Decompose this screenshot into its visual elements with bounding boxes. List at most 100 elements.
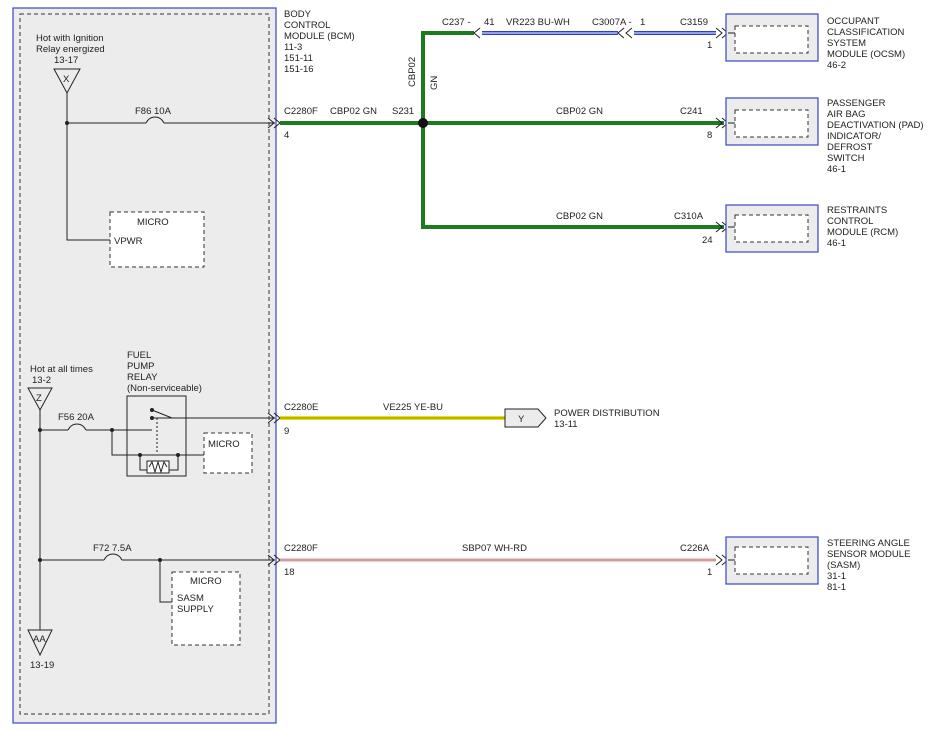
sasm-inner-dashed — [734, 546, 809, 575]
pad-inner-dashed — [734, 109, 809, 138]
ignition-ref: 13-17 — [54, 55, 78, 66]
fuel-pump-relay-box — [126, 395, 187, 477]
fuel-relay-line: PUMP — [127, 361, 154, 372]
fuse-f86-label: F86 10A — [135, 106, 172, 117]
hot-source: Hot at all times 13-2 Z — [27, 364, 93, 412]
ignition-source: Hot with Ignition Relay energized 13-17 … — [36, 33, 105, 95]
hot-label: Hot at all times — [30, 364, 93, 375]
vr223-wire-label: VR223 BU-WH — [506, 17, 570, 28]
wire-cbp02-up[interactable] — [421, 31, 474, 123]
hot-ref: 13-2 — [32, 375, 51, 386]
aa-ref: 13-19 — [30, 660, 54, 671]
c3-wire-label: SBP07 WH-RD — [462, 543, 527, 554]
pad-line: DEACTIVATION (PAD) — [827, 120, 924, 131]
bcm-title: BODY CONTROL MODULE (BCM) 11-3 151-11 15… — [284, 9, 355, 75]
sasm-connector-label: C226A — [680, 543, 710, 554]
pad-connector-label: C241 — [680, 106, 703, 117]
pad-wire-label: CBP02 GN — [556, 106, 603, 117]
fuel-pump-relay-label: FUEL PUMP RELAY (Non-serviceable) — [127, 350, 202, 394]
hot-letter: Z — [36, 393, 42, 404]
c3007a-label: C3007A - — [592, 17, 632, 28]
rcm-wire-label: CBP02 GN — [556, 211, 603, 222]
c3159-label: C3159 — [680, 17, 708, 28]
rcm-line: 46-1 — [827, 238, 846, 249]
c3159-pin: 1 — [707, 40, 712, 51]
aa-letter: AA — [33, 634, 46, 645]
micro-label: MICRO — [208, 439, 240, 450]
connector-arrow-icon — [617, 27, 633, 39]
c3-connector-label: C2280F — [284, 543, 318, 554]
micro-relay-box — [203, 432, 253, 474]
bcm-title-line: BODY — [284, 9, 312, 20]
fuse-f56-icon — [67, 423, 87, 431]
ignition-label: Relay energized — [36, 44, 105, 55]
bcm-title-line: 151-16 — [284, 64, 314, 75]
fuel-relay-line: RELAY — [127, 372, 158, 383]
sasm-label: STEERING ANGLE SENSOR MODULE (SASM) 31-1… — [827, 538, 910, 593]
c3-pin-label: 18 — [284, 567, 295, 578]
ignition-label: Hot with Ignition — [36, 33, 104, 44]
ocsm-line: MODULE (OCSM) — [827, 49, 905, 60]
ocsm-line: OCCUPANT — [827, 16, 880, 27]
c237-pin: 41 — [484, 17, 495, 28]
sasm-line: 31-1 — [827, 571, 846, 582]
hot-triangle-icon[interactable] — [27, 387, 53, 412]
pd-ref: 13-11 — [554, 419, 578, 430]
connector-arrow-icon — [473, 27, 481, 39]
micro-label: MICRO — [190, 576, 222, 587]
ocsm-line: CLASSIFICATION — [827, 27, 905, 38]
c1-wire-label: CBP02 GN — [330, 106, 377, 117]
vpwr-wire — [66, 93, 112, 241]
micro-sasm-box — [171, 571, 241, 646]
c3007a-pin: 1 — [640, 17, 645, 28]
ocsm-inner-dashed — [734, 25, 809, 54]
bcm-title-line: 151-11 — [284, 53, 313, 64]
c1-connector-label: C2280F — [284, 106, 318, 117]
relay-coil-feed — [111, 430, 140, 456]
vertical-wire-label: CBP02 — [407, 57, 418, 87]
pad-line: 46-1 — [827, 164, 846, 175]
fuse-f56-label: F56 20A — [58, 412, 95, 423]
rcm-line: RESTRAINTS — [827, 205, 887, 216]
relay-resistor-icon — [148, 460, 168, 474]
ignition-letter: X — [63, 74, 70, 85]
power-distribution-flag-icon[interactable] — [504, 408, 547, 428]
rcm-label: RESTRAINTS CONTROL MODULE (RCM) 46-1 — [827, 205, 898, 249]
splice-s231-icon[interactable] — [418, 118, 428, 128]
pd-letter: Y — [518, 414, 525, 425]
fuse-f72-icon — [103, 553, 123, 561]
micro-vpwr-box — [109, 211, 205, 268]
fuel-relay-line: FUEL — [127, 350, 151, 361]
sasm-supply-wire — [159, 560, 175, 603]
pad-line: INDICATOR/ — [827, 131, 881, 142]
ground-source-aa: AA 13-19 — [27, 629, 54, 671]
bcm-title-line: 11-3 — [284, 42, 302, 53]
pad-line: SWITCH — [827, 153, 865, 164]
bcm-title-line: CONTROL — [284, 20, 330, 31]
rcm-line: MODULE (RCM) — [827, 227, 898, 238]
pad-line: AIR BAG — [827, 109, 866, 120]
pad-line: PASSENGER — [827, 98, 886, 109]
ignition-triangle-icon[interactable] — [53, 68, 81, 95]
wire-cbp02-rcm[interactable] — [421, 123, 724, 229]
rcm-line: CONTROL — [827, 216, 873, 227]
pad-line: DEFROST — [827, 142, 873, 153]
aa-triangle-icon[interactable] — [27, 629, 53, 657]
fuel-relay-line: (Non-serviceable) — [127, 383, 202, 394]
pad-label: PASSENGER AIR BAG DEACTIVATION (PAD) IND… — [827, 98, 924, 175]
relay-switch-icon — [151, 409, 173, 419]
micro-pin-label: SASM — [177, 593, 204, 604]
sasm-line: 81-1 — [827, 582, 846, 593]
pad-pin-label: 8 — [707, 130, 712, 141]
c237-label: C237 - — [442, 17, 471, 28]
micro-label: MICRO — [137, 217, 169, 228]
fuse-f72-label: F72 7.5A — [93, 543, 132, 554]
c1-pin-label: 4 — [284, 130, 289, 141]
c2-connector-label: C2280E — [284, 402, 318, 413]
vertical-wire-color: GN — [429, 76, 440, 90]
splice-label: S231 — [392, 106, 414, 117]
sasm-line: (SASM) — [827, 560, 860, 571]
bcm-inner-dashed — [19, 13, 270, 715]
pd-label: POWER DISTRIBUTION — [554, 408, 660, 419]
